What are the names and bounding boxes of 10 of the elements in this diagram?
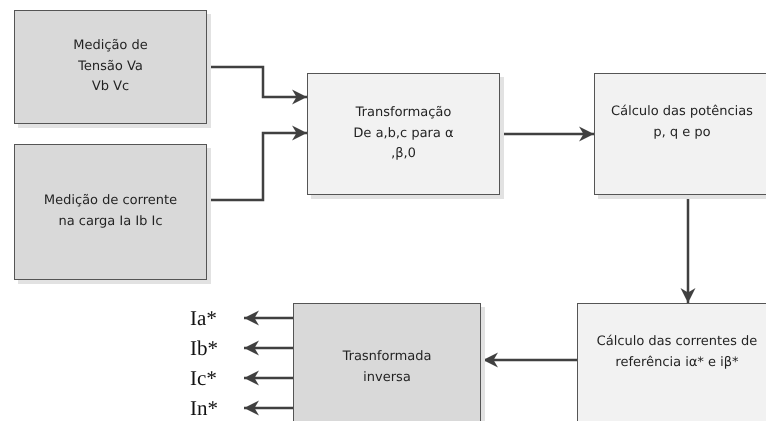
arrow <box>483 352 577 368</box>
arrow <box>244 370 293 386</box>
arrow <box>244 340 293 356</box>
arrow <box>244 310 293 326</box>
output-signal-label: In* <box>190 396 242 420</box>
output-signal-label: Ib* <box>190 336 242 360</box>
output-signal-label: Ic* <box>190 366 242 390</box>
arrow <box>244 400 293 416</box>
output-signal-label: Ia* <box>190 306 242 330</box>
process-box: Cálculo das correntes de referência iα* e iβ* <box>577 303 766 421</box>
